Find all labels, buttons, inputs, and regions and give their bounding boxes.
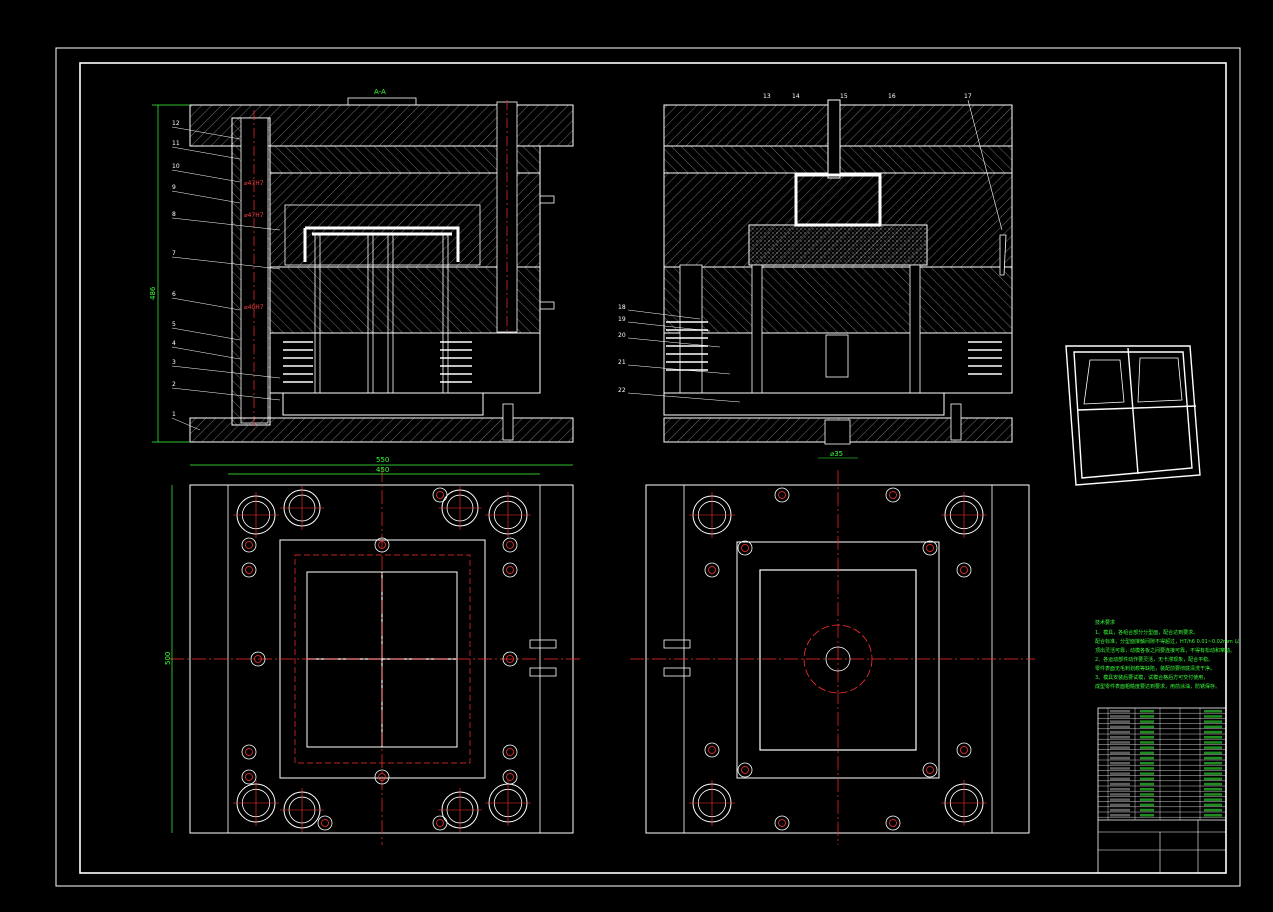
screw-hole [704,562,720,578]
tech-note-line: 零件表面无毛刺划痕等缺陷，装配前要彻底清洗干净。 [1095,665,1215,672]
left-section-view: A-A ⌀47H7 ⌀47H7 ⌀40H7 [149,88,574,443]
screw-hole [774,815,790,831]
isometric-part [1065,345,1201,486]
dim-plan-height: 500 [164,652,172,665]
screw-hole [737,540,753,556]
part-label: 17 [964,93,972,100]
tech-note-line: 顶出灵活可靠，动模各板之间要连接可靠，不得有松动和窜动。 [1095,647,1235,654]
tech-note-line: 3、模具安装后要试模，试模合格后方可交付使用， [1095,674,1208,681]
svg-text:⌀47H7: ⌀47H7 [244,180,264,187]
screw-hole [737,762,753,778]
screw-hole [241,537,257,553]
screw-hole [241,769,257,785]
part-label: 5 [172,321,176,328]
right-plan-view [630,470,1035,845]
screw-hole [250,651,266,667]
screw-hole [317,815,333,831]
screw-hole [502,744,518,760]
dim-width-inner: 450 [376,466,389,474]
part-label: 19 [618,316,626,323]
part-label: 12 [172,120,180,127]
screw-hole [502,537,518,553]
part-label: 15 [840,93,848,100]
screw-hole [502,769,518,785]
screw-hole [774,487,790,503]
title-block [1097,707,1227,874]
screw-hole [502,562,518,578]
svg-text:⌀40H7: ⌀40H7 [244,304,264,311]
screw-hole [241,744,257,760]
part-label: 22 [618,387,626,394]
part-label: 13 [763,93,771,100]
sheet-frame [55,47,1241,887]
screw-hole [956,742,972,758]
part-label: 20 [618,332,626,339]
part-label: 9 [172,184,176,191]
part-label: 11 [172,140,180,147]
screw-hole [374,769,390,785]
tech-note-line: 成型零件表面粗糙度要达到要求，用前涂油，防锈保存。 [1095,683,1220,690]
part-label: 4 [172,340,176,347]
part-label: 8 [172,211,176,218]
part-label: 2 [172,381,176,388]
dim-width-outer: 550 [376,456,389,464]
tech-note-line: 配合标准，分型面接触间隙不得超过，H7/h6 0.01~0.02mm 以 [1095,638,1239,645]
section-mark: A-A [374,88,386,96]
screw-hole [885,487,901,503]
screw-hole [241,562,257,578]
svg-text:⌀47H7: ⌀47H7 [244,212,264,219]
part-label: 21 [618,359,626,366]
part-label: 7 [172,250,176,257]
screw-hole [374,537,390,553]
tech-notes-title: 技术要求 [1095,619,1115,626]
left-plan-view: 550 450 500 [164,456,580,845]
part-label: 1 [172,411,176,418]
screw-hole [922,762,938,778]
tech-note-line: 1、模具，各组合部分分型面，配合达到要求。 [1095,629,1198,636]
right-section-view: ⌀35 13 14 15 16 17 18 19 20 21 22 [618,93,1013,459]
part-label: 16 [888,93,896,100]
part-label: 3 [172,359,176,366]
part-label: 6 [172,291,176,298]
screw-hole [922,540,938,556]
tech-note-line: 2、各运动部件动作要灵活，无卡滞现象，配合平稳。 [1095,656,1213,663]
part-label: 14 [792,93,800,100]
dim-height: 486 [149,286,157,300]
technical-notes: 技术要求 1、模具，各组合部分分型面，配合达到要求。配合标准，分型面接触间隙不得… [1095,619,1239,690]
screw-hole [502,651,518,667]
screw-hole [956,562,972,578]
part-label: 18 [618,304,626,311]
part-label: 10 [172,163,180,170]
dim-sprue: ⌀35 [830,450,843,458]
screw-hole [432,487,448,503]
screw-hole [885,815,901,831]
screw-hole [704,742,720,758]
screw-hole [432,815,448,831]
